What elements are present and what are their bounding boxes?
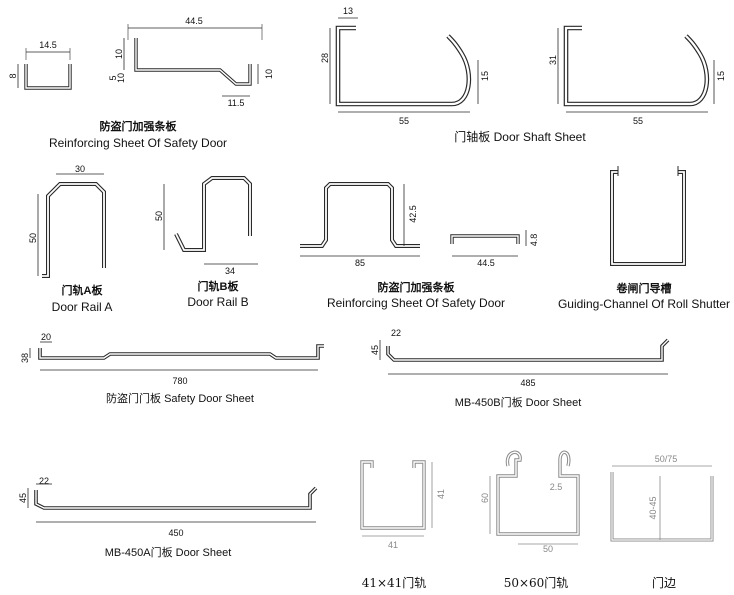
dim-label: 34 (225, 266, 235, 276)
dim-label: 10 (114, 49, 124, 59)
dim-label: 14.5 (39, 40, 57, 50)
caption-mb-450b: MB-450B门板 Door Sheet (454, 397, 582, 409)
dim-label: 42.5 (408, 205, 418, 223)
dim-label: 44.5 (185, 16, 203, 26)
dim-label: 22 (391, 328, 401, 338)
dim-label: 41 (388, 540, 398, 550)
mb-450b-sheet-profile (379, 338, 670, 375)
dim-label: 55 (633, 116, 643, 126)
caption-reinforcing-hat-cn: 防盗门加强条板 (377, 282, 455, 294)
caption-rail-50x60: 50×60门轨 (503, 576, 569, 590)
caption-door-rail-b-cn: 门轨B板 (197, 281, 239, 293)
dim-label: 45 (370, 345, 380, 355)
caption-door-edge: 门边 (651, 576, 677, 590)
door-rail-b-profile (163, 176, 258, 265)
caption-door-rail-b-en: Door Rail B (187, 295, 249, 309)
caption-reinforcing-sheet-en: Reinforcing Sheet Of Safety Door (48, 136, 228, 150)
caption-reinforcing-sheet-cn: 防盗门加强条板 (99, 121, 177, 133)
caption-door-rail-a-en: Door Rail A (51, 300, 113, 314)
dim-label: 450 (168, 528, 183, 538)
caption-rail-41x41: 41×41门轨 (361, 576, 427, 590)
dim-label: 22 (39, 476, 49, 486)
caption-door-shaft-sheet: 门轴板 Door Shaft Sheet (454, 130, 586, 144)
caption-door-rail-a-cn: 门轨A板 (61, 285, 103, 297)
rail-41x41-profile (360, 460, 433, 537)
dim-label: 60 (480, 493, 490, 503)
door-rail-a-profile (37, 173, 106, 278)
dim-label: 15 (716, 71, 726, 81)
dim-label: 28 (320, 53, 330, 63)
dim-label: 31 (548, 55, 558, 65)
door-shaft-sheet-profile (329, 17, 479, 113)
door-edge-profile (610, 465, 714, 542)
caption-guiding-channel-en: Guiding-Channel Of Roll Shutter (557, 297, 731, 311)
dim-label: 50 (28, 233, 38, 243)
dim-label: 45 (18, 493, 28, 503)
dim-label: 11.5 (228, 98, 245, 108)
dim-label: 780 (172, 376, 187, 386)
dim-label: 4.8 (529, 234, 539, 247)
door-shaft-sheet-profile-2 (557, 25, 715, 113)
dim-label: 50/75 (655, 454, 678, 464)
dim-label: 15 (480, 71, 490, 81)
dim-label: 5 (108, 75, 118, 80)
dim-label: 2.5 (550, 482, 563, 492)
mb-450a-sheet-profile (27, 483, 318, 523)
guiding-channel-profile (610, 166, 686, 266)
dim-label: 85 (355, 258, 365, 268)
caption-mb-450a: MB-450A门板 Door Sheet (104, 547, 232, 559)
dim-label: 485 (520, 378, 535, 388)
caption-reinforcing-hat-en: Reinforcing Sheet Of Safety Door (326, 296, 506, 310)
dim-label: 20 (41, 332, 51, 342)
small-u-channel-profile (17, 48, 72, 90)
caption-guiding-channel-cn: 卷闸门导槽 (616, 283, 672, 295)
flat-channel-profile (450, 230, 527, 257)
dim-label: 40-45 (648, 496, 658, 519)
dim-label: 13 (343, 6, 353, 16)
dim-label: 10 (264, 69, 274, 79)
dim-label: 55 (399, 116, 409, 126)
dim-label: 10 (116, 73, 126, 83)
dim-label: 38 (20, 353, 30, 363)
reinforcing-sheet-z-profile (123, 24, 263, 97)
dim-label: 44.5 (477, 258, 495, 268)
dim-label: 41 (436, 489, 446, 499)
dim-label: 30 (75, 164, 85, 174)
rail-50x60-profile (489, 450, 580, 545)
dim-label: 50 (543, 544, 553, 554)
safety-door-sheet-profile (29, 341, 324, 371)
caption-safety-door-sheet: 防盗门门板 Safety Door Sheet (106, 393, 254, 405)
reinforcing-hat-profile (300, 182, 420, 257)
dim-label: 50 (154, 211, 164, 221)
dim-label: 8 (8, 73, 18, 78)
